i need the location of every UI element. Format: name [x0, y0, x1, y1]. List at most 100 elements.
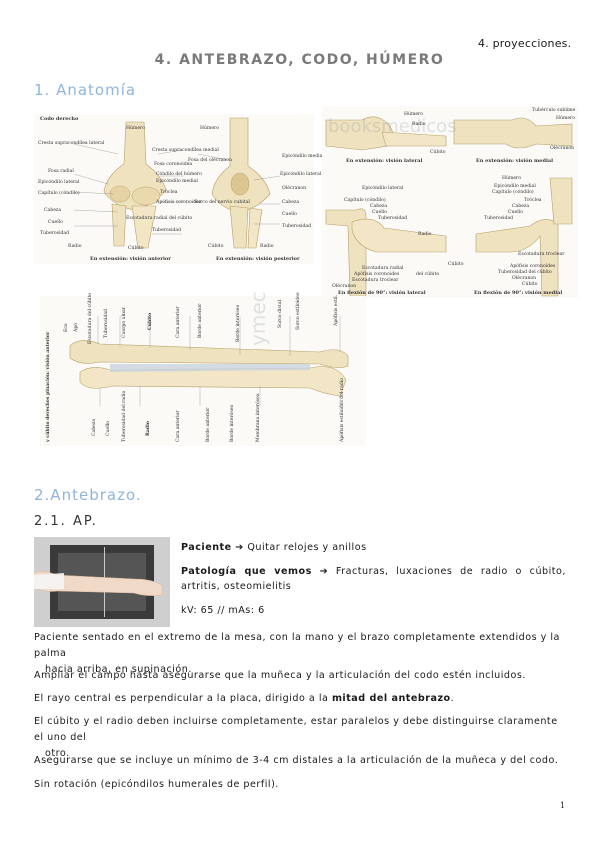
forearm-bones-illustration: [69, 316, 349, 408]
label: Tuberosidad: [152, 228, 182, 233]
label: Apófisis coronoides: [156, 200, 202, 205]
label: Húmero: [200, 126, 220, 131]
label: Tuberosidad del radio: [122, 390, 127, 442]
label: Tuberosidad: [40, 231, 70, 236]
label: Apófisis coronoides: [354, 272, 400, 277]
label: Fosa radial: [48, 169, 74, 174]
caption: En extensión: visión medial: [476, 158, 553, 164]
label: Cúbito: [208, 244, 224, 249]
paragraph-rayo: El rayo central es perpendicular a la pl…: [34, 691, 566, 707]
subheading-ap: 2.1. AP.: [34, 514, 98, 529]
label: Cuello: [282, 212, 297, 217]
label: Cabeza: [370, 204, 388, 209]
heading-anatomia: 1. Anatomía: [34, 81, 137, 99]
section-tag: 4. proyecciones.: [478, 37, 572, 50]
label: Borde interóseo: [230, 404, 235, 442]
label: Tuberosidad: [282, 224, 312, 229]
caption: En flexión de 90°: visión medial: [474, 290, 563, 296]
figure-elbow-lateral-medial: booksmedicos Húmero Radio Cúbito Tubércu…: [322, 106, 578, 298]
label: Membrana interósea: [256, 393, 261, 442]
paragraph-line: El cúbito y el radio deben incluirse com…: [34, 716, 558, 743]
label: Cúbito: [448, 262, 464, 267]
label: Cabeza: [512, 204, 530, 209]
label: Cabeza: [282, 200, 300, 205]
label: Cuerpo ulnar: [122, 307, 127, 338]
paragraph-line: otro.: [45, 748, 70, 759]
label: Cresta supracondílea lateral: [38, 141, 105, 146]
label: Cúbito: [430, 150, 446, 155]
elbow-lateral-illustration: [325, 116, 573, 297]
paragraph-line: Paciente sentado en el extremo de la mes…: [34, 632, 560, 659]
label: Epicóndilo lateral: [280, 172, 322, 177]
label: Capítulo (cóndilo): [344, 198, 386, 203]
paragraph-bold: mitad del antebrazo: [331, 693, 451, 704]
label: Apófisis estiloides del radio: [340, 377, 345, 442]
info-kv: kV: 65 // mAs: 6: [181, 605, 265, 616]
watermark: booksmedicos: [328, 116, 457, 137]
patologia-text: Fracturas, luxaciones de radio o cúbito,…: [181, 566, 566, 592]
label: Borde anterior: [198, 303, 203, 338]
label: Olécranon: [550, 146, 575, 151]
arrow-icon: ➔: [235, 542, 248, 553]
label: Cara anterior: [176, 410, 181, 442]
info-patologia: Patología que vemos ➔ Fracturas, luxacio…: [181, 564, 566, 594]
label: Escotadura troclear: [518, 252, 565, 257]
figure-elbow-anterior-posterior: Codo derecho Húmero Cresta supracondílea…: [34, 114, 324, 264]
label: Cabeza: [92, 418, 97, 436]
paciente-text: Quitar relojes y anillos: [247, 542, 367, 553]
label: Surco estiloideo: [296, 292, 301, 330]
label: Cabeza: [44, 208, 62, 213]
paragraph-text: .: [450, 693, 455, 704]
label: Cuello: [106, 421, 111, 436]
info-paciente: Paciente ➔ Quitar relojes y anillos: [181, 540, 566, 555]
label: Radio: [418, 232, 432, 237]
elbow-illustration: [73, 117, 281, 249]
caption: En extensión: visión posterior: [216, 256, 300, 262]
label: del cúbito: [416, 272, 440, 277]
label: Húmero: [502, 176, 522, 181]
label: Apófisis estil.: [334, 294, 339, 326]
label: Epicóndilo lateral: [362, 186, 404, 191]
figure-a-heading: Codo derecho: [40, 116, 79, 122]
label: Epicóndilo medial: [494, 184, 536, 189]
figure-radius-ulna: ymec y cúbito derechos pinación: visión …: [40, 291, 366, 446]
label: Tubérculo sublime: [532, 108, 576, 113]
label: Apófisis coronoides: [510, 264, 556, 269]
paragraph-posicion: Paciente sentado en el extremo de la mes…: [34, 630, 566, 678]
paragraph-distales: Asegurarse que se incluye un mínimo de 3…: [34, 755, 559, 766]
label: Borde interóseo: [236, 304, 241, 342]
label: Radio: [412, 122, 426, 127]
label: Olécranon: [332, 284, 357, 289]
paciente-label: Paciente: [181, 542, 232, 553]
label: Escotadura troclear: [352, 278, 399, 283]
label: Borde anterior: [206, 407, 211, 442]
page-number: 1: [560, 801, 566, 810]
label: Epicóndilo medial: [156, 179, 198, 184]
label: Epicóndilo lateral: [38, 180, 80, 185]
watermark: ymec: [246, 291, 270, 346]
patologia-label: Patología que vemos: [181, 566, 312, 577]
label: Cuello: [372, 210, 387, 215]
label: Radio: [146, 421, 151, 436]
label: Fosa del olécranon: [188, 158, 232, 163]
label: Capítulo (cóndilo): [38, 191, 80, 196]
label: Fosa coronoidea: [154, 162, 193, 167]
label: Tuberosidad: [104, 308, 109, 338]
label: Capítulo (cóndilo): [492, 190, 534, 195]
paragraph-campo: Ampliar el campo hasta asegurarse que la…: [34, 670, 526, 681]
label: Tuberosidad: [484, 216, 514, 221]
label: Cresta supracondílea medial: [152, 148, 219, 153]
paragraph-cubito-radio: El cúbito y el radio deben incluirse com…: [34, 714, 566, 762]
paragraph-rotacion: Sin rotación (epicóndilos humerales de p…: [34, 779, 279, 790]
paragraph-text: El rayo central es perpendicular a la pl…: [34, 693, 329, 704]
patient-positioning-photo: [34, 537, 170, 627]
label: Húmero: [126, 126, 146, 131]
label: Escotadura radial del cúbito: [126, 216, 193, 221]
exam-info: Paciente ➔ Quitar relojes y anillos Pato…: [181, 540, 566, 618]
paragraph-line: hacia arriba, en supinación.: [45, 664, 192, 675]
arrow-icon: ➔: [319, 566, 336, 577]
heading-antebrazo: 2.Antebrazo.: [34, 486, 142, 504]
label: Cúbito: [522, 282, 538, 287]
caption: En extensión: visión anterior: [90, 256, 171, 262]
label: Húmero: [556, 116, 576, 121]
